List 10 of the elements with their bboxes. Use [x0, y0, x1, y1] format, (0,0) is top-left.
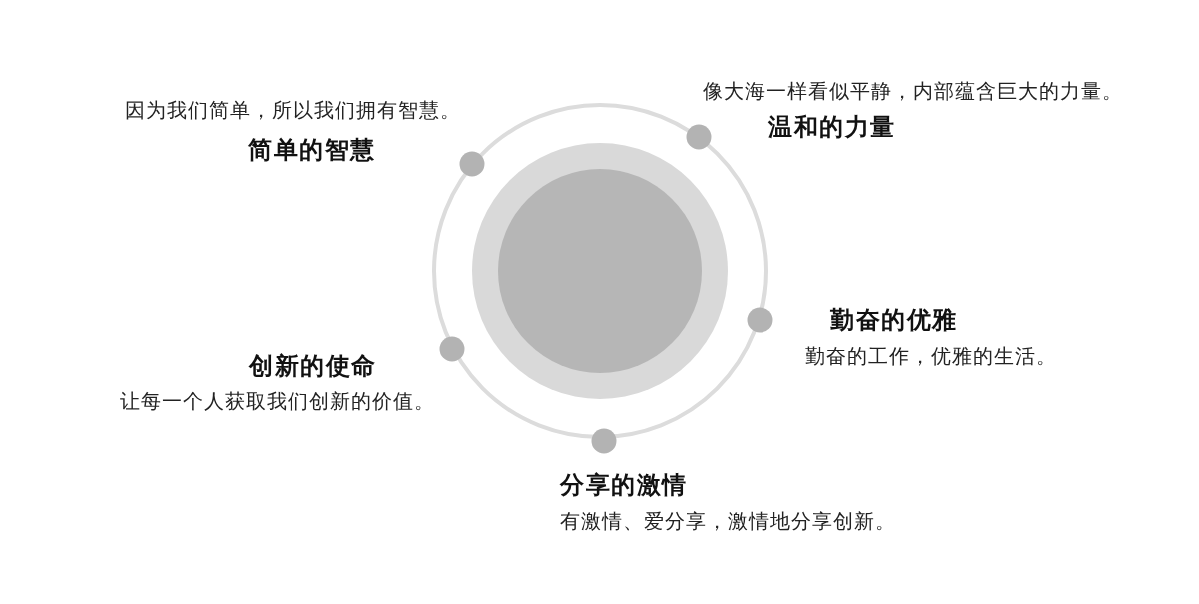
heading-text: 简单的智慧: [248, 135, 376, 165]
description-text: 勤奋的工作，优雅的生活。: [805, 344, 1057, 368]
heading-text: 温和的力量: [768, 112, 896, 142]
description-text: 让每一个人获取我们创新的价值。: [120, 389, 435, 413]
heading-text: 分享的激情: [560, 470, 688, 500]
description-text: 因为我们简单，所以我们拥有智慧。: [125, 98, 461, 122]
description-text: 像大海一样看似平静，内部蕴含巨大的力量。: [703, 79, 1123, 103]
description-text: 有激情、爱分享，激情地分享创新。: [560, 509, 896, 533]
heading-text: 创新的使命: [249, 351, 377, 381]
heading-text: 勤奋的优雅: [830, 305, 958, 335]
